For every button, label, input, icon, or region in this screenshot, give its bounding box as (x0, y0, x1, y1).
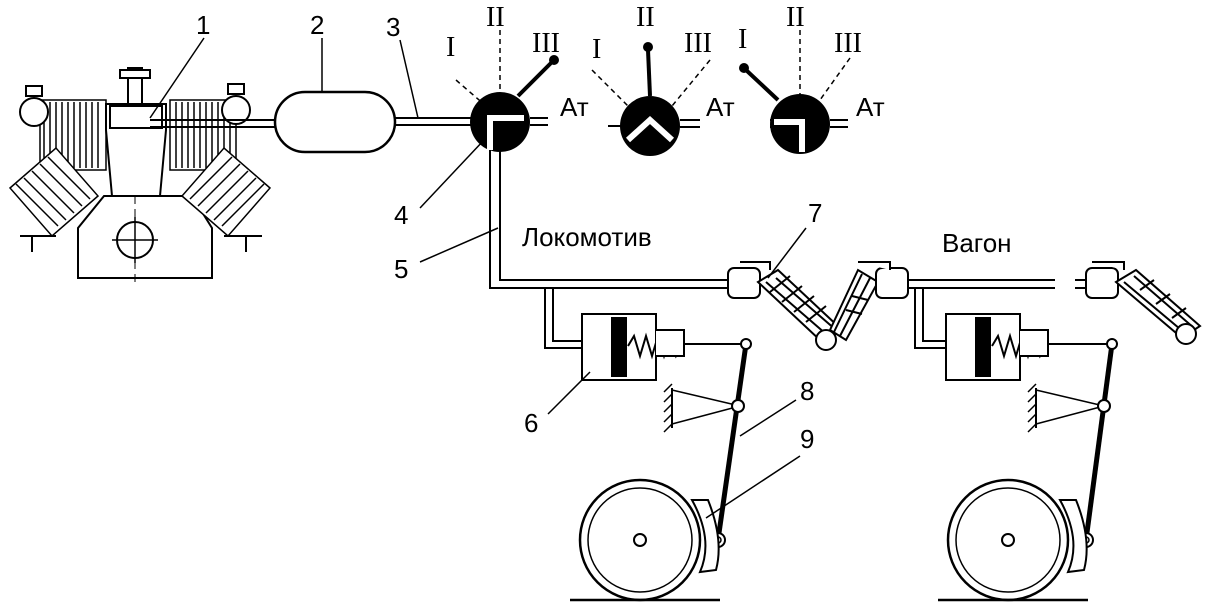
label-1: 1 (196, 10, 210, 40)
label-6: 6 (524, 408, 538, 438)
pos-II-1: II (486, 2, 505, 33)
label-atm-1: Ат (560, 92, 589, 122)
supply-pipe (395, 117, 478, 126)
label-atm-3: Ат (856, 92, 885, 122)
label-7: 7 (808, 198, 822, 228)
hose-couplings (727, 261, 1202, 351)
pos-III-2: III (684, 28, 712, 59)
leader-lines (149, 37, 807, 519)
label-wagon: Вагон (942, 228, 1012, 258)
pos-I-3: I (738, 24, 747, 55)
label-9: 9 (800, 424, 814, 454)
drivers-valve-position-2 (591, 42, 711, 156)
label-atm-2: Ат (706, 92, 735, 122)
pos-I-2: I (592, 34, 601, 65)
main-reservoir (273, 90, 397, 154)
label-8: 8 (800, 376, 814, 406)
pos-II-2: II (636, 2, 655, 33)
drivers-valve-main (455, 30, 559, 152)
pos-II-3: II (786, 2, 805, 33)
label-4: 4 (394, 200, 408, 230)
label-5: 5 (394, 254, 408, 284)
drivers-valve-position-3 (739, 30, 851, 154)
brake-rigging-wagon (938, 338, 1118, 602)
compressor (8, 67, 282, 282)
label-3: 3 (386, 12, 400, 42)
label-locomotive: Локомотив (522, 222, 652, 252)
pos-III-1: III (532, 28, 560, 59)
pos-I-1: I (446, 32, 455, 63)
brake-line (489, 150, 1090, 349)
pos-III-3: III (834, 28, 862, 59)
label-2: 2 (310, 10, 324, 40)
brake-cylinder-locomotive (581, 313, 746, 381)
brake-cylinder-wagon (945, 313, 1112, 381)
